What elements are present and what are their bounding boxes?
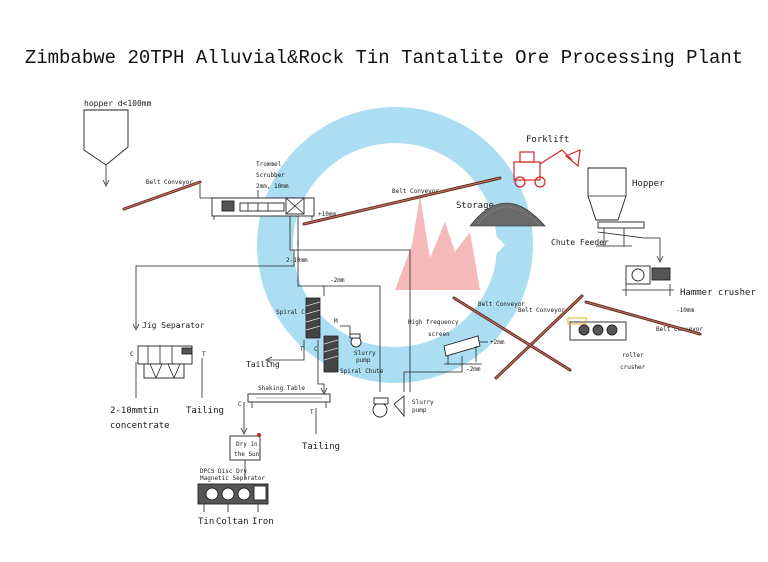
watermark-logo [257, 107, 533, 383]
hammer-crusher [622, 265, 674, 296]
storage-pile [469, 202, 546, 227]
spiral-chute-1 [305, 297, 321, 339]
label-forklift: Forklift [526, 135, 569, 145]
label-jig-concentrate-2: concentrate [110, 421, 170, 431]
label-belt-conveyor-4: Belt Conveyor [518, 307, 565, 314]
label-2-10mm: 2-10mm [286, 257, 308, 264]
chute-feeder [596, 221, 645, 247]
label-hf-screen-1: High frequency [408, 319, 459, 326]
label-roller-1: roller [622, 352, 644, 359]
label-plus-10mm: +10mm [318, 211, 336, 218]
spiral-t-marker: T [300, 346, 304, 353]
label-belt-conveyor-1: Belt Conveyor [146, 179, 193, 186]
label-magnetic-2: Magnetic Separator [200, 475, 265, 482]
label-magnetic-1: DPCS Disc Dry [200, 468, 247, 475]
label-out-tin: Tin [198, 517, 214, 527]
label-spiral-chute-1: Spiral Chute [276, 309, 320, 316]
high-frequency-screen [443, 335, 482, 365]
label-trommel: Trommel [256, 161, 282, 168]
watermark-flame [395, 196, 480, 290]
label-hf-screen-2: screen [428, 331, 450, 338]
label-chute-feeder: Chute Feeder [551, 238, 609, 247]
arrow-hopper [102, 179, 110, 187]
trommel-scrubber [211, 197, 315, 220]
feed-hopper [83, 109, 129, 166]
label-slurry-small-2: pump [356, 357, 371, 364]
table-t-marker: T [310, 409, 314, 416]
label-out-iron: Iron [252, 517, 274, 527]
label-trommel-size: 2mm, 10mm [256, 183, 289, 190]
magnetic-separator [197, 483, 269, 512]
forklift-loader [513, 149, 581, 188]
label-scrubber: Scrubber [256, 172, 285, 179]
label-belt-conveyor-2: Belt Conveyor [392, 188, 439, 195]
flow-minus-2mm-right [298, 249, 411, 392]
label-spiral-chute-2: Spiral Chute [340, 368, 384, 375]
jig-separator [137, 345, 193, 380]
label-table-tailing: Tailing [302, 442, 340, 452]
table-c-marker: C [238, 401, 242, 408]
slurry-pump [372, 395, 405, 418]
label-belt-conveyor-3: Belt Conveyor [478, 301, 525, 308]
label-jig-separator: Jig Separator [142, 321, 205, 330]
spiral-c-marker: C [314, 346, 318, 353]
label-plus-2mm: +2mm [490, 339, 505, 346]
hopper-right [587, 167, 627, 221]
flow-to-spiral [297, 250, 325, 296]
label-slurry-pump-2: pump [412, 407, 427, 414]
watermark-ring [257, 107, 533, 383]
flow-to-jig [135, 250, 295, 328]
dry-in-sun-box [229, 435, 261, 461]
spiral-m-marker: M [334, 318, 338, 325]
label-jig-concentrate-1: 2-10mmtin [110, 406, 159, 416]
roller-crusher [567, 317, 627, 341]
jig-t-marker: T [202, 351, 206, 358]
label-roller-2: crusher [620, 364, 646, 371]
label-hopper-top: hopper d<100mm [84, 99, 152, 108]
label-jig-tailing: Tailing [186, 406, 224, 416]
label-minus-10mm: -10mm [676, 307, 694, 314]
label-slurry-small-1: Slurry [354, 350, 376, 357]
label-dry-sun-2: the Sun [234, 451, 260, 458]
page-title: Zimbabwe 20TPH Alluvial&Rock Tin Tantali… [25, 47, 743, 69]
spiral-chute-2 [323, 335, 339, 373]
label-hopper-right: Hopper [632, 179, 665, 189]
label-slurry-pump-1: Slurry [412, 399, 434, 406]
shaking-table [247, 393, 331, 408]
label-dry-sun-1: Dry in [236, 441, 258, 448]
label-shaking-table: Shaking Table [258, 385, 305, 392]
label-storage: Storage [456, 201, 494, 211]
slurry-pump-small [349, 333, 362, 348]
red-dot [257, 433, 261, 437]
label-minus-2mm-b: -2mm [466, 366, 481, 373]
label-out-coltan: Coltan [216, 517, 249, 527]
label-spiral-tailing: Tailing [246, 360, 280, 369]
jig-c-marker: C [130, 351, 134, 358]
label-hammer-crusher: Hammer crusher [680, 288, 756, 298]
label-minus-2mm: -2mm [330, 277, 345, 284]
